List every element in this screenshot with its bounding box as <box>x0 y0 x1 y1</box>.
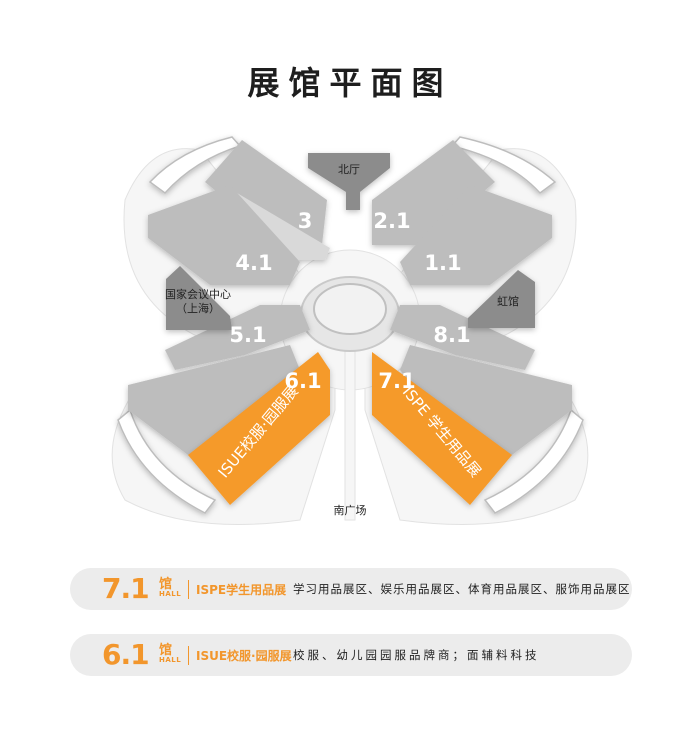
south-square-label: 南广场 <box>334 503 367 517</box>
legend-hall-guan: 馆 <box>159 577 173 592</box>
hall-label-4-1: 4.1 <box>235 251 272 275</box>
page-title: 展馆平面图 <box>247 64 453 102</box>
legend-hall-number: 6.1 <box>102 638 150 671</box>
legend-description: 学习用品展区、娱乐用品展区、体育用品展区、服饰用品展区 <box>293 582 631 596</box>
legend-separator <box>188 646 189 665</box>
legend-hall-en: HALL <box>159 590 182 598</box>
hall-7-1-block[interactable] <box>372 352 512 505</box>
ncc-label-sub: （上海） <box>176 301 220 315</box>
hongguan-label: 虹馆 <box>497 294 519 308</box>
north-hall[interactable]: 北厅 <box>308 153 390 210</box>
legend-hall-guan: 馆 <box>159 643 173 658</box>
legend-hall-number: 7.1 <box>102 572 150 605</box>
hall-label-3: 3 <box>298 209 313 233</box>
legend-description: 校服、幼儿园园服品牌商；面辅料科技 <box>293 648 540 662</box>
hall-4-1-block[interactable] <box>148 185 300 285</box>
hall-label-2-1: 2.1 <box>373 209 410 233</box>
legend-separator <box>188 580 189 599</box>
hall-label-8-1: 8.1 <box>433 323 470 347</box>
hall-label-7-1: 7.1 <box>378 369 415 393</box>
ncc-label: 国家会议中心 <box>165 287 231 301</box>
hall-label-1-1: 1.1 <box>424 251 461 275</box>
hall-3-block[interactable] <box>205 140 327 245</box>
hall-8-1-lower-block[interactable] <box>400 345 572 455</box>
legend-expo-name: ISPE学生用品展 <box>196 583 287 597</box>
hall-1-1-block[interactable] <box>400 185 552 285</box>
hall-5-1-lower-block[interactable] <box>128 345 300 455</box>
hall-5-1-block[interactable] <box>165 305 310 370</box>
legend-row-7-1: 7.1 馆 HALL ISPE学生用品展 学习用品展区、娱乐用品展区、体育用品展… <box>70 568 632 610</box>
hongguan-building[interactable] <box>468 270 535 328</box>
hall-8-1-block[interactable] <box>390 305 535 370</box>
hall-label-5-1: 5.1 <box>229 323 266 347</box>
hall-label-6-1: 6.1 <box>284 369 321 393</box>
hall-6-1-block[interactable] <box>188 352 330 505</box>
north-hall-label: 北厅 <box>338 163 360 176</box>
legend-expo-name: ISUE校服·园服展 <box>196 649 292 663</box>
ncc-building[interactable] <box>166 266 232 330</box>
legend-hall-en: HALL <box>159 656 182 664</box>
central-plaza <box>300 276 400 352</box>
legend-row-6-1: 6.1 馆 HALL ISUE校服·园服展 校服、幼儿园园服品牌商；面辅料科技 <box>70 634 632 676</box>
hall-2-1-block[interactable] <box>372 140 495 245</box>
